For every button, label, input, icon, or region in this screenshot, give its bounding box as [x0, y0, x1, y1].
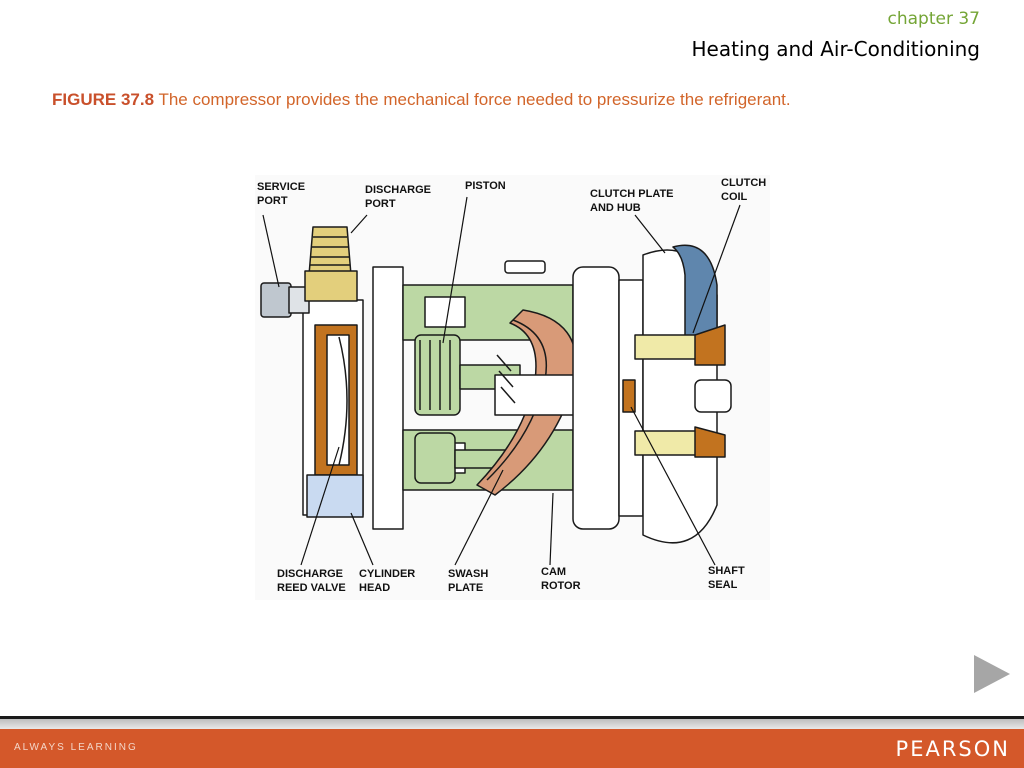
upper-piston — [414, 334, 461, 416]
deck-title: Heating and Air-Conditioning — [691, 37, 980, 61]
cylinder-block — [372, 266, 404, 530]
footer-shadow — [0, 719, 1024, 729]
discharge-port-fitting — [308, 226, 352, 276]
footer-tagline: ALWAYS LEARNING — [14, 742, 138, 753]
label-discharge-port: DISCHARGE PORT — [365, 184, 434, 210]
figure-caption: FIGURE 37.8 The compressor provides the … — [52, 90, 791, 110]
front-housing — [572, 266, 620, 530]
label-cylinder-head: CYLINDER HEAD — [359, 568, 418, 594]
compressor-diagram: SERVICE PORT DISCHARGE PORT PISTON CLUTC… — [255, 175, 770, 600]
label-service-port: SERVICE PORT — [257, 181, 308, 207]
lower-piston — [414, 432, 456, 484]
label-swash-plate: SWASH PLATE — [448, 568, 491, 594]
chapter-label: chapter 37 — [887, 9, 980, 29]
label-piston: PISTON — [465, 180, 506, 192]
label-clutch-coil: CLUTCH COIL — [721, 177, 769, 203]
footer-bar: ALWAYS LEARNING PEARSON — [0, 729, 1024, 768]
play-triangle-icon[interactable] — [972, 653, 1012, 695]
figure-caption-text: The compressor provides the mechanical f… — [154, 90, 791, 109]
reed-valve-plate — [306, 474, 364, 518]
pearson-logo: PEARSON — [895, 737, 1010, 761]
cam-rotor — [494, 374, 586, 416]
label-clutch-plate: CLUTCH PLATE AND HUB — [590, 188, 677, 214]
figure-number: FIGURE 37.8 — [52, 90, 155, 109]
label-shaft-seal: SHAFT SEAL — [708, 565, 748, 591]
label-discharge-reed-valve: DISCHARGE REED VALVE — [277, 568, 346, 594]
service-port-fitting — [260, 282, 292, 318]
shaft-seal — [622, 379, 636, 413]
footer-rule — [0, 716, 1024, 719]
label-cam-rotor: CAM ROTOR — [541, 566, 581, 592]
